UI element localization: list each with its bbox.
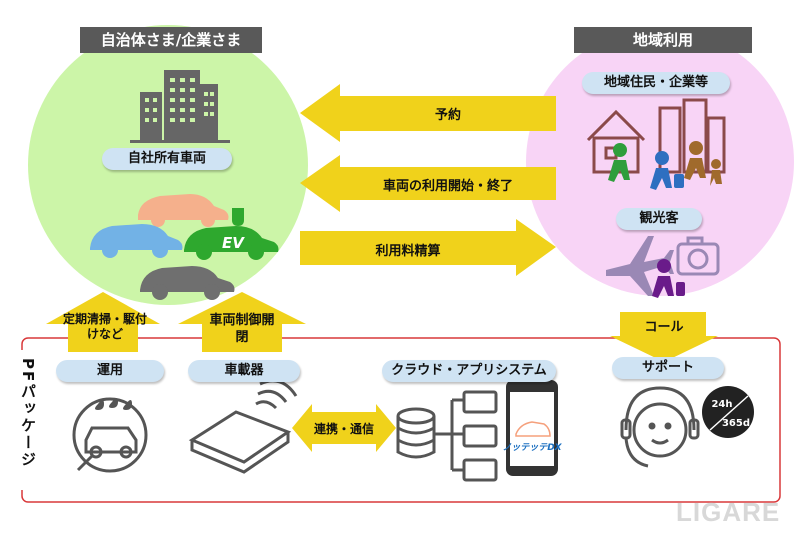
app-brand: ノッテッテDX [502, 443, 562, 453]
family-person-icon [684, 141, 722, 186]
traveler-person-icon [650, 151, 684, 190]
reservation-label: 予約 [434, 108, 461, 123]
cleaning-arrow [46, 292, 160, 352]
start-end-arrow [300, 155, 556, 212]
blue-car-icon [90, 224, 183, 258]
database-icon [396, 407, 436, 459]
right-header: 地域利用 [574, 27, 752, 53]
call-arrow [610, 312, 718, 362]
call-label: コール [644, 320, 684, 335]
tourist-person-icon [652, 259, 685, 298]
link-arrow [292, 404, 396, 452]
ev-car-icon [184, 208, 279, 260]
onboard-device-icon [188, 379, 298, 474]
operation-label: 運用 [56, 360, 164, 382]
left-header: 自治体さま/企業さま [80, 27, 262, 53]
fee-label: 利用料精算 [375, 244, 441, 259]
tourists-label: 観光客 [616, 208, 702, 230]
control-arrow [178, 292, 306, 352]
pf-package-label-box [14, 350, 42, 490]
control-label: 車両制御開閉 [209, 313, 275, 345]
hours-badge-icon [702, 386, 754, 438]
water-drop-icon [95, 398, 132, 410]
days-text: 365d [722, 418, 750, 429]
onboard-label: 車載器 [188, 360, 300, 382]
fee-arrow [300, 219, 556, 276]
residents-label: 地域住民・企業等 [582, 72, 730, 94]
link-label: 連携・通信 [313, 422, 374, 436]
airplane-icon [606, 236, 674, 296]
hours-text: 24h [711, 399, 732, 410]
camera-icon [676, 236, 720, 276]
gray-car-icon [140, 266, 235, 300]
ev-badge: EV [222, 234, 245, 252]
headset-support-icon [620, 386, 700, 468]
reservation-arrow [300, 84, 556, 142]
cleaning-label: 定期清掃・駆付けなど [62, 312, 147, 341]
car-wash-icon [72, 397, 148, 473]
orange-car-icon [138, 194, 229, 227]
pf-package-label: PFパッケージ [19, 358, 37, 469]
start-end-label: 車両の利用開始・終了 [382, 179, 513, 194]
folder-tree-icon [434, 390, 498, 482]
walking-person-icon [608, 143, 630, 182]
cloud-label: クラウド・アプリシステム [382, 360, 556, 382]
support-label: サポート [612, 357, 724, 379]
watermark: LIGARE [676, 497, 781, 527]
own-vehicles-label: 自社所有車両 [102, 148, 232, 170]
smartphone-icon [506, 380, 558, 476]
